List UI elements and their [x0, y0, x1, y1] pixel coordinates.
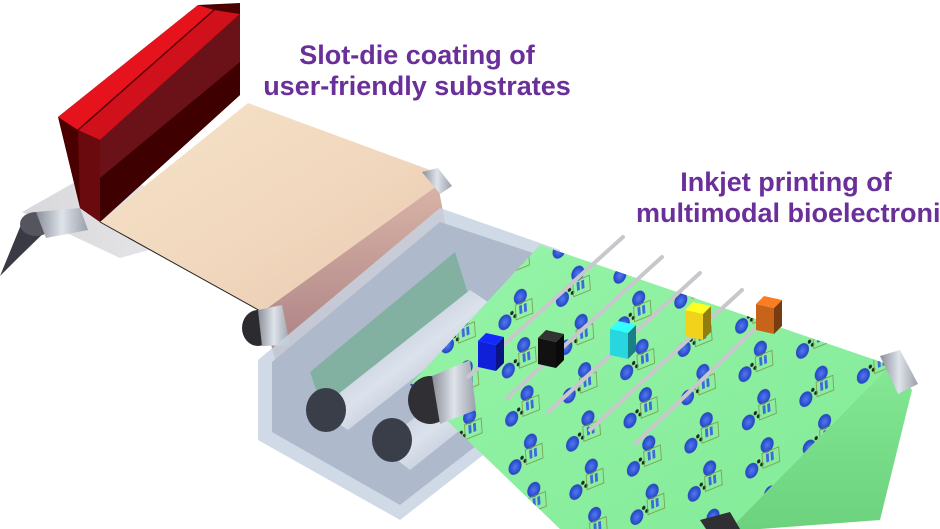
- black-printhead: [538, 330, 564, 368]
- upper-roller: [242, 168, 452, 346]
- slot-die-label-line1: Slot-die coating of: [299, 40, 535, 70]
- slot-die-head: [58, 3, 240, 222]
- inkjet-label-line1: Inkjet printing of: [680, 167, 892, 197]
- blue-printhead: [478, 333, 504, 371]
- slot-die-label-line2: user-friendly substrates: [263, 71, 571, 101]
- printing-web: [408, 245, 918, 529]
- inkjet-printing-label: Inkjet printing of multimodal bioelectro…: [636, 167, 940, 229]
- slot-die-coating-label: Slot-die coating of user-friendly substr…: [262, 40, 572, 102]
- inkjet-label-line2: multimodal bioelectronics: [636, 198, 940, 228]
- printheads: [478, 296, 782, 371]
- orange-printhead: [756, 296, 782, 334]
- yellow-printhead: [685, 302, 711, 340]
- cyan-printhead: [610, 321, 636, 359]
